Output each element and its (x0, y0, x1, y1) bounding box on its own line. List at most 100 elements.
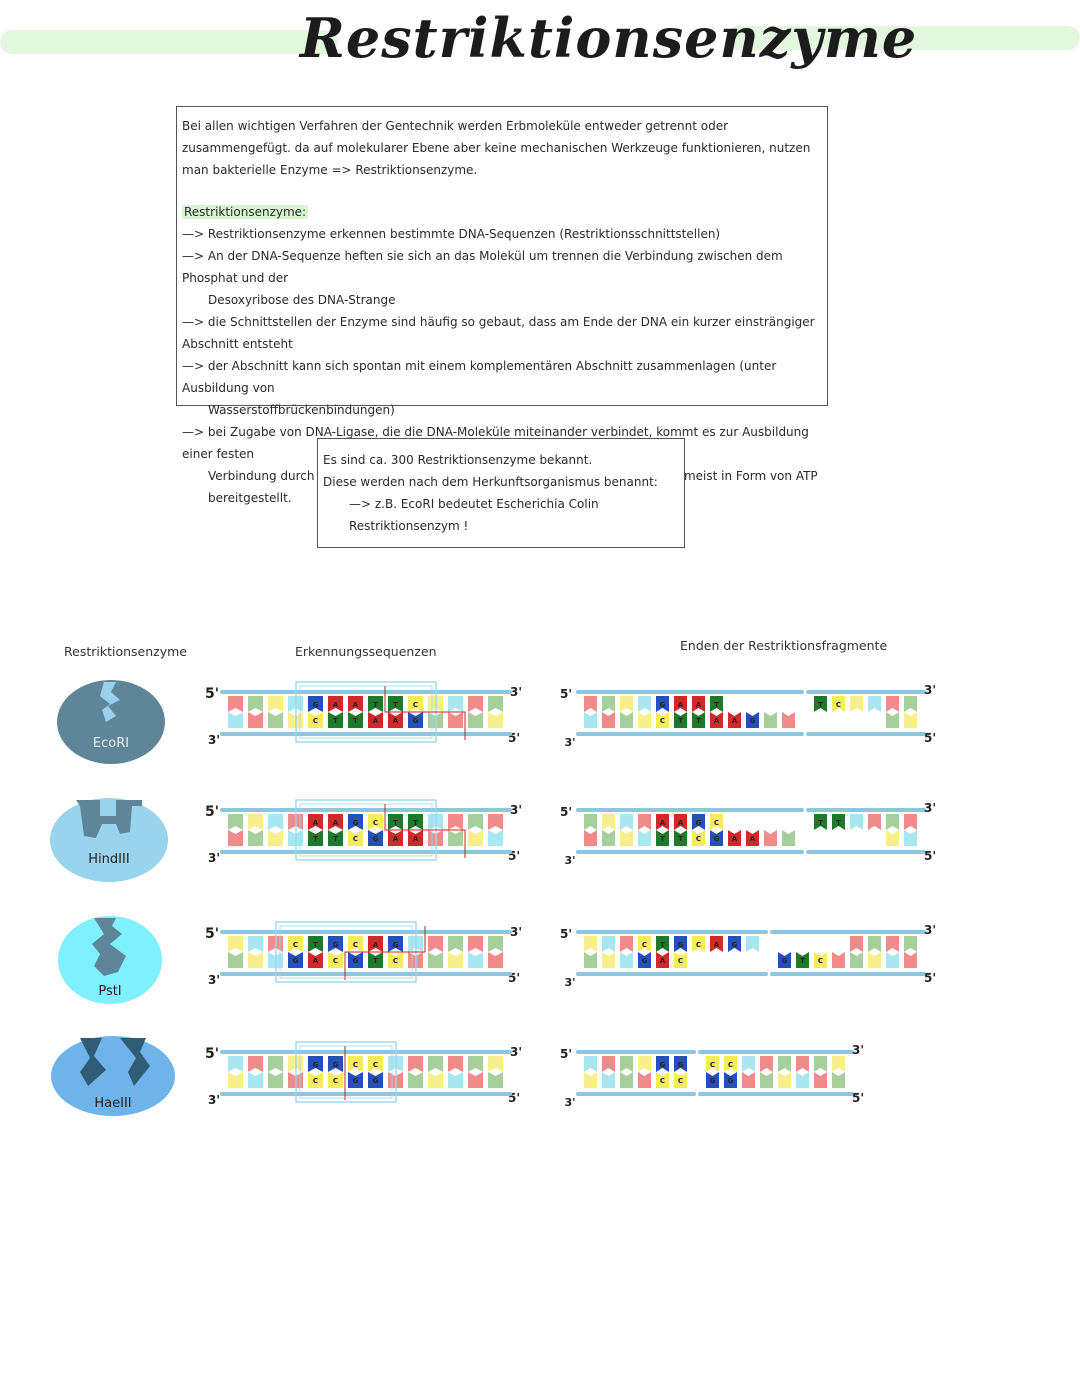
row-1-seq-top-backbone (220, 808, 512, 812)
row-2-frag-left-bottom-base-4 (656, 952, 669, 968)
note-line-2: Diese werden nach dem Herkunftsorganismu… (323, 475, 658, 489)
row-1-frag-left-top-base-4 (656, 814, 669, 830)
row-0-seq-top-base-10 (428, 696, 443, 712)
row-0-seq-bottom-base-4-label: C (313, 717, 318, 725)
column-label-sequences: Erkennungssequenzen (295, 644, 437, 659)
row-0-seq-top-base-13 (488, 696, 503, 712)
row-0-seq-bottom-base-4 (308, 712, 323, 728)
row-2-seq-top-base-2 (268, 936, 283, 952)
row-2-seq-5prime-top: 5' (205, 926, 219, 942)
row-3-seq-bottom-base-9 (408, 1072, 423, 1088)
row-0-seq-top-base-4-label: G (313, 701, 319, 709)
enzyme-ecori: EcoRI (56, 676, 166, 766)
row-3-frag-left-bottom-backbone (576, 1092, 696, 1096)
row-3-frag-right-top-base-3 (760, 1056, 773, 1072)
row-3-frag-3prime-bottom: 3' (564, 1096, 575, 1109)
row-2-frag-right-top-base-5 (868, 936, 881, 952)
row-0-seq-top-base-12 (468, 696, 483, 712)
row-0-frag-left-top-base-6-label: A (696, 701, 702, 709)
row-1-seq-bottom-base-7-label: G (373, 835, 379, 843)
row-2-frag-right-bottom-base-0 (778, 952, 791, 968)
row-0-frag-left-bottom-backbone (576, 732, 804, 736)
intro-text: Bei allen wichtigen Verfahren der Gentec… (182, 119, 811, 177)
row-3-frag-right-top-base-0 (706, 1056, 719, 1072)
row-2-seq-bottom-base-9 (408, 952, 423, 968)
row-2-seq-bottom-base-0 (228, 952, 243, 968)
row-0-seq-bottom-base-6-label: T (353, 717, 358, 725)
row-2-frag-right-top-base-7 (904, 936, 917, 952)
row-0-seq-bottom-base-1 (248, 712, 263, 728)
row-3-frag-right-bottom-base-4 (778, 1072, 791, 1088)
row-0-seq-bottom-base-0 (228, 712, 243, 728)
row-2-seq-top-base-1 (248, 936, 263, 952)
row-1-seq-bottom-base-7 (368, 830, 383, 846)
row-1-frag-left-bottom-base-4 (656, 830, 669, 846)
bullet-4-cont: Wasserstoffbrückenbindungen) (208, 403, 395, 417)
row-1-frag-left-bottom-base-8 (728, 830, 741, 846)
row-3-frag-left-top-base-0 (584, 1056, 597, 1072)
row-1-frag-left-top-base-0 (584, 814, 597, 830)
row-1-seq-5prime-bottom: 5' (508, 849, 520, 863)
row-1-frag-3prime-bottom: 3' (564, 854, 575, 867)
hindiii-shape-icon (50, 798, 168, 882)
row-0-frag-3prime-top: 3' (924, 683, 936, 697)
row-0-frag-left-bottom-base-9 (746, 712, 759, 728)
row-1-seq-bottom-base-4-label: T (313, 835, 318, 843)
row-2-seq-top-base-11 (448, 936, 463, 952)
row-0-frag-left-bottom-base-4-label: C (660, 717, 665, 725)
row-0-frag-left-bottom-base-5 (674, 712, 687, 728)
row-3-seq-bottom-base-8 (388, 1072, 403, 1088)
row-0-seq-top-base-9 (408, 696, 423, 712)
row-3-seq-bottom-base-1 (248, 1072, 263, 1088)
row-3-frag-right-bottom-base-2 (742, 1072, 755, 1088)
row-0-frag-left-bottom-base-2 (620, 712, 633, 728)
row-0-recognition-box (295, 681, 437, 743)
row-1-seq-bottom-base-5 (328, 830, 343, 846)
row-1-seq-top-base-10 (428, 814, 443, 830)
row-0-seq-top-base-2 (268, 696, 283, 712)
row-0-seq-bottom-base-11 (448, 712, 463, 728)
row-3-seq-top-base-7 (368, 1056, 383, 1072)
row-3-seq-bottom-base-10 (428, 1072, 443, 1088)
row-3-seq-top-base-5 (328, 1056, 343, 1072)
row-1-frag-left-bottom-backbone (576, 850, 804, 854)
row-3-frag-right-bottom-base-0 (706, 1072, 719, 1088)
row-2-frag-right-bottom-base-0-label: G (782, 957, 788, 965)
row-2-seq-bottom-base-8-label: C (393, 957, 398, 965)
row-1-frag-3prime-top: 3' (924, 801, 936, 815)
row-3-seq-top-backbone (220, 1050, 512, 1054)
row-3-frag-right-top-base-5 (796, 1056, 809, 1072)
row-3-frag-right-top-base-4 (778, 1056, 791, 1072)
row-3-seq-top-base-10 (428, 1056, 443, 1072)
enzyme-hindiii: HindIII (50, 796, 168, 882)
column-label-ends: Enden der Restriktionsfragmente (680, 638, 888, 653)
row-2-seq-bottom-base-5 (328, 952, 343, 968)
row-2-seq-top-base-8-label: G (393, 941, 399, 949)
row-2-frag-left-top-base-3-label: C (642, 941, 647, 949)
row-1-frag-left-bottom-base-4-label: T (660, 835, 665, 843)
row-0-frag-left-top-backbone (576, 690, 804, 694)
row-2-seq-bottom-base-10 (428, 952, 443, 968)
row-1-seq-top-base-8 (388, 814, 403, 830)
note-box: Es sind ca. 300 Restriktionsenzyme bekan… (317, 438, 685, 548)
row-3-frag-left-bottom-base-4-label: C (660, 1077, 665, 1085)
row-2-seq-bottom-base-4 (308, 952, 323, 968)
row-3-frag-5prime-top: 5' (560, 1047, 572, 1061)
row-3-seq-bottom-base-2 (268, 1072, 283, 1088)
row-2-seq-bottom-base-4-label: A (313, 957, 319, 965)
row-0-seq-3prime-top: 3' (510, 685, 522, 699)
row-2-frag-left-bottom-base-3-label: G (642, 957, 648, 965)
row-0-seq-bottom-base-8-label: A (393, 717, 399, 725)
row-2-seq-top-base-13 (488, 936, 503, 952)
row-2-frag-left-top-base-9 (746, 936, 759, 952)
row-3-frag-left-bottom-base-2 (620, 1072, 633, 1088)
row-1-seq-5prime-top: 5' (205, 804, 219, 820)
row-3-seq-5prime-bottom: 5' (508, 1091, 520, 1105)
note-line-3: —> z.B. EcoRI bedeutet Escherichia Colin… (349, 497, 599, 533)
row-3-seq-3prime-top: 3' (510, 1045, 522, 1059)
row-1-seq-bottom-base-3 (288, 830, 303, 846)
row-1-seq-top-base-4 (308, 814, 323, 830)
enzyme-name-psti: PstI (98, 984, 122, 999)
row-1-frag-left-top-base-1 (602, 814, 615, 830)
row-3-seq-top-base-8 (388, 1056, 403, 1072)
